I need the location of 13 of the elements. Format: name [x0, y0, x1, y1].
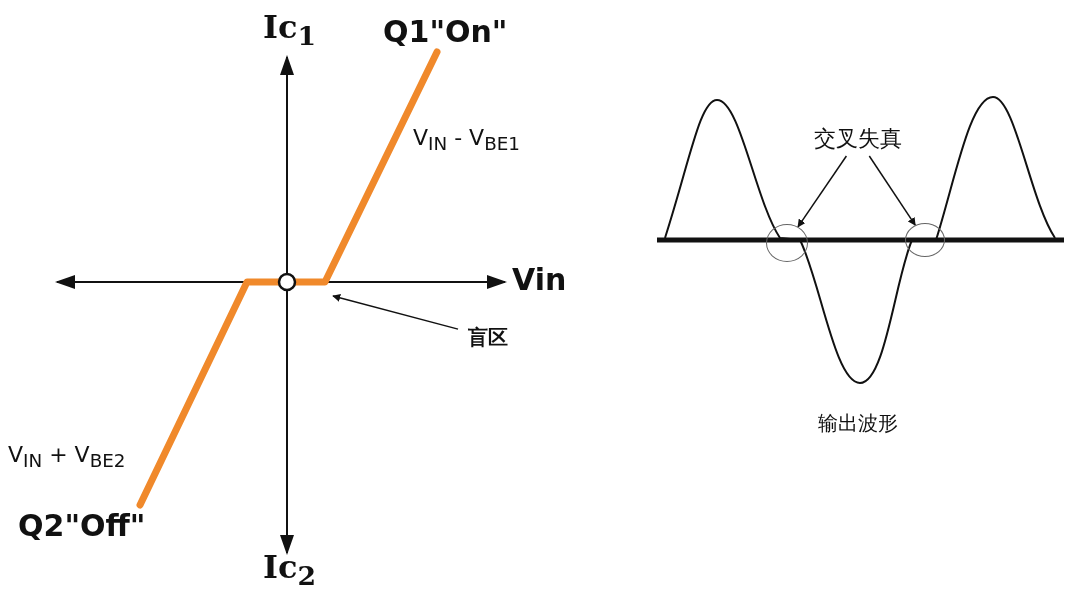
- annotation-label: 交叉失真: [808, 122, 908, 156]
- curve-label: Q1"On": [383, 14, 508, 49]
- curve-label: V$_{IN}$ + V$_{BE2}$: [8, 442, 126, 472]
- curve-label: Q2"Off": [18, 508, 146, 543]
- arrow: [332, 294, 459, 330]
- curve-label: V$_{IN}$ - V$_{BE1}$: [413, 125, 520, 155]
- arrow: [868, 155, 916, 226]
- annotation-label: 盲区: [458, 322, 518, 352]
- axis-label: Ic$_{1}$: [263, 8, 316, 52]
- arrow: [797, 155, 848, 228]
- axis-label: Ic$_{2}$: [263, 548, 316, 592]
- axis-label: Vin: [512, 262, 567, 297]
- caption-label: 输出波形: [818, 410, 898, 437]
